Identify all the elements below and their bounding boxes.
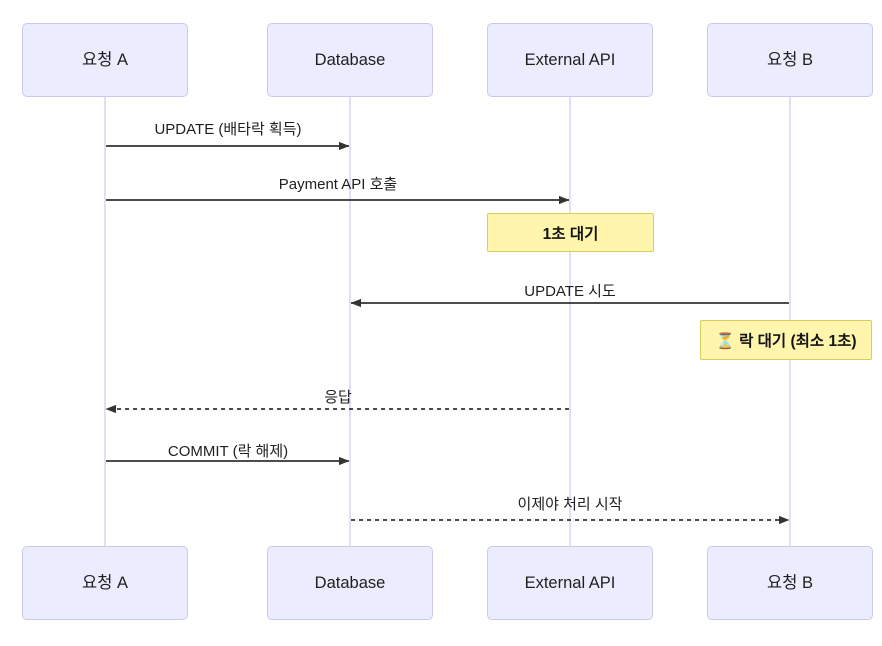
actor-box-b-bottom[interactable]: 요청 B — [707, 546, 873, 620]
actor-box-b-top[interactable]: 요청 B — [707, 23, 873, 97]
note-n1[interactable]: 1초 대기 — [487, 213, 654, 252]
note-label-n1: 1초 대기 — [542, 225, 599, 243]
actor-label-a: 요청 A — [82, 573, 128, 592]
message-label-m5: COMMIT (락 해제) — [167, 443, 289, 460]
message-label-m2: Payment API 호출 — [278, 176, 398, 193]
actor-box-a-top[interactable]: 요청 A — [22, 23, 188, 97]
actor-label-api: External API — [524, 573, 616, 592]
actor-label-api: External API — [524, 50, 616, 69]
note-n2[interactable]: ⏳ 락 대기 (최소 1초) — [700, 320, 872, 360]
message-label-m3: UPDATE 시도 — [524, 283, 616, 300]
actor-box-a-bottom[interactable]: 요청 A — [22, 546, 188, 620]
actor-label-b: 요청 B — [767, 573, 813, 592]
message-label-m4: 응답 — [324, 389, 352, 406]
lifelines — [104, 97, 791, 546]
actor-label-b: 요청 B — [767, 50, 813, 69]
message-label-m6: 이제야 처리 시작 — [517, 496, 623, 513]
actor-box-db-top[interactable]: Database — [267, 23, 433, 97]
actor-box-db-bottom[interactable]: Database — [267, 546, 433, 620]
message-arrows — [105, 141, 790, 525]
note-label-n2: ⏳ 락 대기 (최소 1초) — [715, 333, 857, 350]
actor-label-a: 요청 A — [82, 50, 128, 69]
actor-box-api-top[interactable]: External API — [487, 23, 653, 97]
message-label-m1: UPDATE (배타락 획득) — [154, 121, 302, 138]
actor-box-api-bottom[interactable]: External API — [487, 546, 653, 620]
actor-label-db: Database — [314, 50, 386, 69]
actor-label-db: Database — [314, 573, 386, 592]
